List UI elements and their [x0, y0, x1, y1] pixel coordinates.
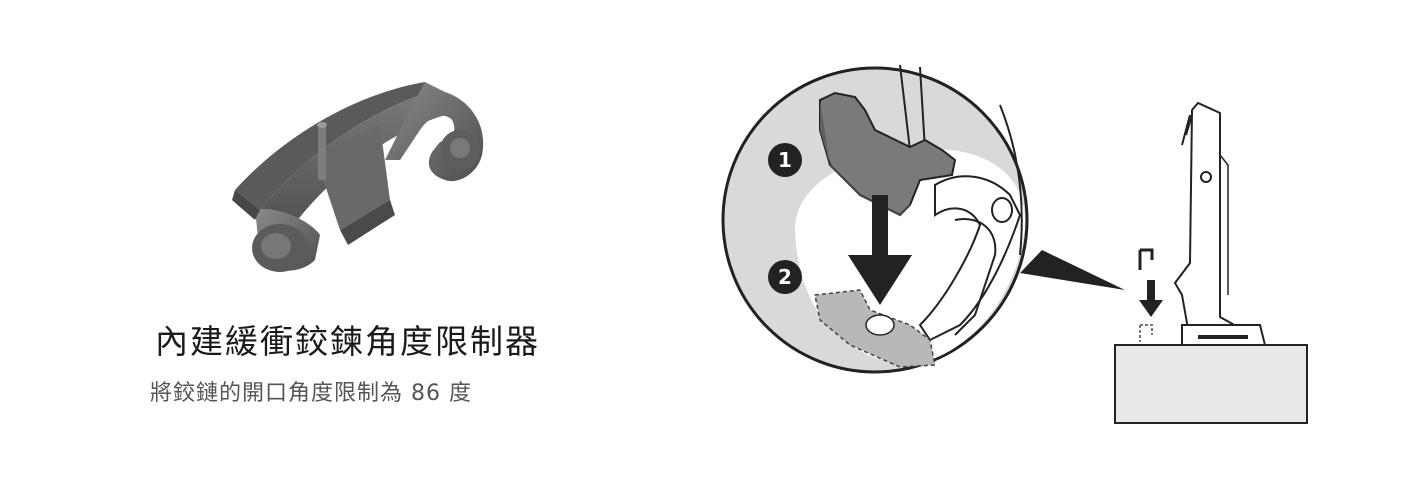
product-title: 內建緩衝鉸鍊角度限制器 [155, 322, 540, 361]
angle-restrictor-clip-image [232, 82, 484, 272]
installation-diagram: 1 2 [721, 64, 1308, 424]
step-2-badge [768, 260, 802, 294]
product-description: 將鉸鏈的開口角度限制為 86 度 [150, 381, 472, 406]
step-1-label: 1 [778, 148, 792, 172]
step-1-badge [768, 143, 802, 177]
step-2-label: 2 [778, 265, 792, 289]
